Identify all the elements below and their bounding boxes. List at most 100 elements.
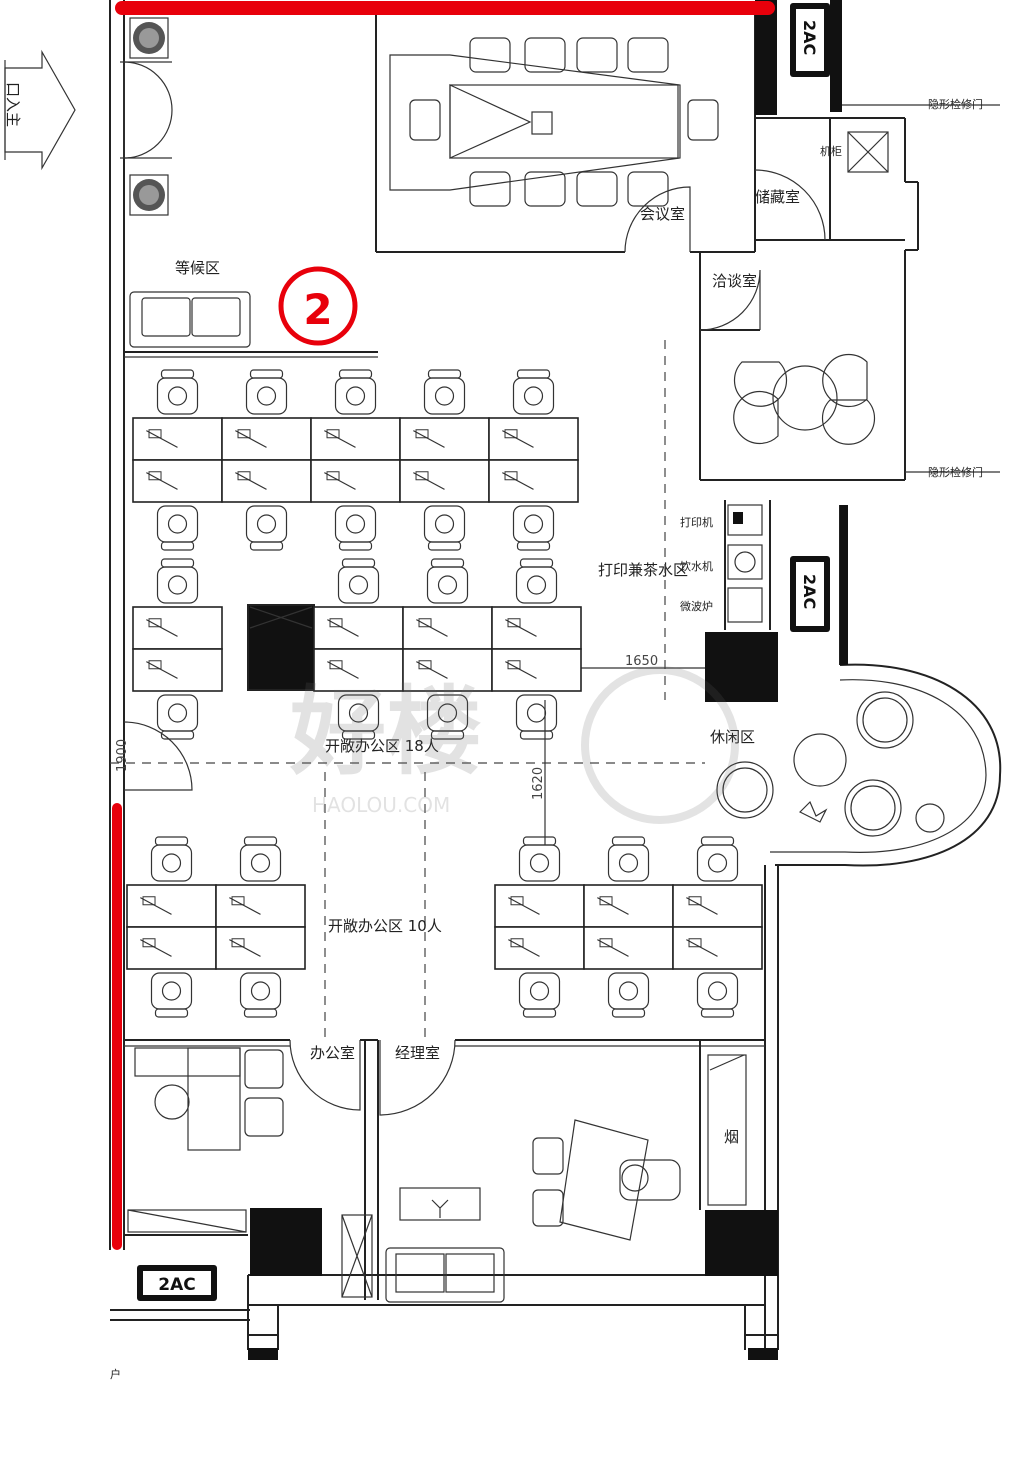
chair-seat: [334, 377, 377, 415]
chair-back: [519, 730, 554, 740]
chair-person: [526, 703, 547, 723]
chair-back: [338, 369, 373, 379]
chair-back: [700, 1008, 735, 1018]
chair-person: [526, 575, 547, 595]
open-office-10-label: 开敞办公区 10人: [328, 917, 442, 935]
desk-icon: [132, 648, 223, 692]
chair-seat: [518, 844, 561, 882]
desk-keyboard: [235, 472, 267, 490]
chair-seat: [150, 972, 193, 1010]
ac-unit-3: 2AC: [137, 1265, 217, 1301]
office-chair-icon: [245, 369, 288, 415]
desk-keyboard: [686, 939, 718, 957]
marker-number: 2: [303, 285, 332, 334]
desk-icon: [583, 884, 674, 928]
tea-appliances: [727, 504, 763, 623]
desk-icon: [313, 606, 404, 650]
chair-back: [341, 730, 376, 740]
office-chair-icon: [150, 972, 193, 1018]
chair-back: [611, 1008, 646, 1018]
desk-top: [126, 884, 217, 928]
desk-keyboard: [146, 661, 178, 679]
chair-seat: [696, 972, 739, 1010]
chair-seat: [239, 972, 282, 1010]
chair-person: [529, 981, 550, 1001]
chair-person: [167, 514, 188, 534]
dimension-label: 1650: [625, 654, 658, 669]
cabinet-icon: [847, 131, 889, 173]
desk-icon: [126, 926, 217, 970]
chair-seat: [627, 37, 669, 73]
desk-top: [132, 648, 223, 692]
columns: [247, 0, 848, 1360]
desk-icon: [310, 417, 401, 461]
entrance-doors: [120, 60, 173, 159]
desk-top: [583, 884, 674, 928]
desk-top: [402, 648, 493, 692]
desk-keyboard: [146, 619, 178, 637]
microwave-label: 微波炉: [680, 599, 713, 613]
office-chair-icon: [334, 369, 377, 415]
desk-keyboard: [502, 430, 534, 448]
desk-monitor: [237, 429, 251, 439]
desk-top: [491, 648, 582, 692]
desk-top: [583, 926, 674, 970]
chair-person: [348, 575, 369, 595]
meeting-chairs: [469, 37, 669, 207]
desk-monitor: [231, 896, 245, 906]
chair-seat: [156, 505, 199, 543]
desk-icon: [399, 459, 490, 503]
ac-label: 2AC: [158, 1275, 195, 1295]
desk-keyboard: [416, 661, 448, 679]
desk-icon: [488, 417, 579, 461]
office-desk: [127, 1047, 284, 1233]
chair-person: [161, 981, 182, 1001]
desk-top: [494, 926, 585, 970]
office-chair-icon: [239, 836, 282, 882]
chair-seat: [245, 505, 288, 543]
desk-icon: [672, 884, 763, 928]
office-chair-icon: [334, 505, 377, 551]
chair-back: [338, 541, 373, 551]
desk-icon: [402, 606, 493, 650]
desk-monitor: [688, 896, 702, 906]
chair-person: [529, 853, 550, 873]
chair-seat: [576, 171, 618, 207]
office-chair-icon: [515, 694, 558, 740]
chair-back: [160, 558, 195, 568]
chair-seat: [696, 844, 739, 882]
chair-back: [700, 836, 735, 846]
office-room-label: 办公室: [310, 1044, 355, 1062]
desk-icon: [215, 884, 306, 928]
storage-door: [754, 169, 826, 241]
chair-person: [523, 386, 544, 406]
desk-monitor: [504, 429, 518, 439]
desk-icon: [494, 884, 585, 928]
chair-seat: [239, 844, 282, 882]
chair-person: [437, 575, 458, 595]
desk-monitor: [415, 429, 429, 439]
desk-monitor: [148, 660, 162, 670]
desk-keyboard: [146, 472, 178, 490]
desk-monitor: [415, 471, 429, 481]
desk-keyboard: [235, 430, 267, 448]
chair-back: [249, 541, 284, 551]
desk-keyboard: [505, 619, 537, 637]
desk-monitor: [688, 938, 702, 948]
chair-person: [348, 703, 369, 723]
desk-top: [215, 926, 306, 970]
desk-monitor: [237, 471, 251, 481]
desk-icon: [494, 926, 585, 970]
desk-monitor: [599, 896, 613, 906]
office-chair-icon: [423, 369, 466, 415]
entrance-arrow-icon: [4, 49, 76, 171]
desk-keyboard: [140, 897, 172, 915]
desk-top: [221, 459, 312, 503]
desk-keyboard: [324, 430, 356, 448]
open-office-18-label: 开敞办公区 18人: [325, 737, 439, 755]
desk-keyboard: [508, 897, 540, 915]
office-chair-icon: [150, 836, 193, 882]
desk-keyboard: [413, 430, 445, 448]
desk-monitor: [599, 938, 613, 948]
